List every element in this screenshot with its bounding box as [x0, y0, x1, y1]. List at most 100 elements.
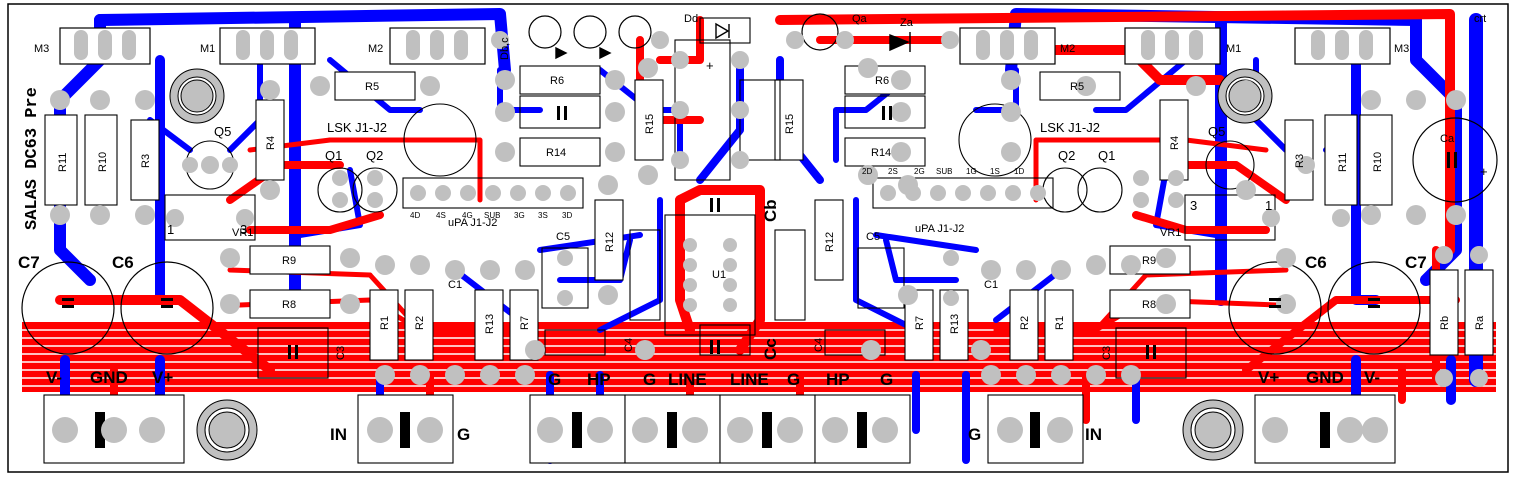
- left-c6: C6: [112, 253, 134, 272]
- board-title: SALAS DC63 Pre: [23, 87, 42, 230]
- svg-text:2G: 2G: [914, 167, 925, 176]
- svg-text:SUB: SUB: [484, 211, 500, 220]
- svg-text:3G: 3G: [514, 211, 525, 220]
- left-c1: C1: [448, 279, 462, 291]
- right-mosfet-m3: M3: [1394, 43, 1409, 55]
- right-vr-pin3: 3: [1190, 198, 1197, 213]
- right-r7: R7: [914, 316, 926, 330]
- left-r5: R5: [365, 81, 379, 93]
- right-upa: uPA J1-J2: [915, 223, 964, 235]
- right-r2: R2: [1019, 316, 1031, 330]
- left-power-gnd: GND: [90, 368, 128, 387]
- left-c3: C3: [335, 346, 347, 360]
- left-upa-pins: 4D 4S 4G SUB 3G 3S 3D: [410, 211, 572, 220]
- right-power-vminus: V-: [1364, 368, 1380, 387]
- left-r4: R4: [265, 136, 277, 150]
- right-r15: R15: [784, 114, 796, 134]
- right-vr-label: VR1: [1160, 227, 1181, 239]
- right-r5: R5: [1070, 81, 1084, 93]
- svg-text:1S: 1S: [990, 167, 1000, 176]
- right-c4: C4: [813, 338, 825, 352]
- svg-text:3D: 3D: [562, 211, 572, 220]
- right-out-g1: G: [787, 370, 800, 389]
- svg-text:2S: 2S: [888, 167, 898, 176]
- left-r8: R8: [282, 299, 296, 311]
- cap-glyphs: [62, 106, 1457, 359]
- svg-text:1D: 1D: [1014, 167, 1024, 176]
- left-out-g2: G: [643, 370, 656, 389]
- left-mosfet-m1: M1: [200, 43, 215, 55]
- left-r11: R11: [57, 153, 69, 172]
- left-g-label: G: [457, 425, 470, 444]
- diode-symbols: [555, 22, 911, 60]
- right-r3: R3: [1294, 154, 1306, 168]
- right-mosfet-m2: M2: [1060, 43, 1075, 55]
- left-r15: R15: [644, 114, 656, 134]
- right-mosfet-m1: M1: [1226, 43, 1241, 55]
- right-lsk: LSK J1-J2: [1040, 120, 1100, 135]
- pads: [50, 31, 1488, 443]
- svg-text:2D: 2D: [862, 167, 872, 176]
- right-r14: R14: [871, 147, 891, 159]
- resistor-bodies: [44, 65, 1494, 361]
- svg-text:4D: 4D: [410, 211, 420, 220]
- center-dbc: Db,c: [499, 37, 511, 60]
- left-r13: R13: [484, 314, 496, 334]
- misc-outlines: [164, 17, 1276, 379]
- left-q2: Q2: [366, 148, 383, 163]
- svg-text:1G: 1G: [966, 167, 977, 176]
- right-r10: R10: [1372, 152, 1384, 172]
- right-c3: C3: [1101, 346, 1113, 360]
- right-g-label: G: [968, 425, 981, 444]
- right-r11: R11: [1337, 153, 1349, 172]
- left-out-g1: G: [548, 370, 561, 389]
- right-power-vplus: V+: [1258, 368, 1279, 387]
- svg-text:4S: 4S: [436, 211, 446, 220]
- left-mosfet-m3: M3: [34, 43, 49, 55]
- svg-text:SUB: SUB: [936, 167, 952, 176]
- right-q1: Q1: [1098, 148, 1115, 163]
- right-c6: C6: [1305, 253, 1327, 272]
- right-r13: R13: [949, 314, 961, 334]
- left-r6: R6: [550, 75, 564, 87]
- right-q2: Q2: [1058, 148, 1075, 163]
- left-r2: R2: [414, 316, 426, 330]
- right-out-g2: G: [880, 370, 893, 389]
- right-in-label: IN: [1085, 425, 1102, 444]
- center-za: Za: [900, 17, 914, 29]
- right-vr-pin1: 1: [1265, 198, 1272, 213]
- left-r3: R3: [140, 154, 152, 168]
- right-out-hp: HP: [826, 370, 850, 389]
- left-q1: Q1: [325, 148, 342, 163]
- left-q5: Q5: [214, 124, 231, 139]
- center-cb: Cb: [761, 199, 780, 222]
- right-r1: R1: [1054, 316, 1066, 330]
- right-upa-pins: 2D 2S 2G SUB 1G 1S 1D: [862, 167, 1024, 176]
- right-rb: Rb: [1439, 316, 1451, 330]
- right-r8: R8: [1142, 299, 1156, 311]
- left-lsk: LSK J1-J2: [327, 120, 387, 135]
- right-r4: R4: [1169, 136, 1181, 150]
- left-c4: C4: [623, 338, 635, 352]
- left-upa: uPA J1-J2: [448, 217, 497, 229]
- left-r9: R9: [282, 255, 296, 267]
- svg-text:4G: 4G: [462, 211, 473, 220]
- left-c7: C7: [18, 253, 40, 272]
- left-c5: C5: [556, 231, 570, 243]
- left-r10: R10: [97, 152, 109, 172]
- center-cc: Cc: [761, 338, 780, 360]
- right-c7: C7: [1405, 253, 1427, 272]
- left-r12: R12: [604, 232, 616, 252]
- right-r9: R9: [1142, 255, 1156, 267]
- left-r7: R7: [519, 316, 531, 330]
- mosfet-pads: [74, 30, 1373, 60]
- right-out-line: LINE: [730, 370, 769, 389]
- center-qa: Qa: [852, 13, 868, 25]
- connector-blades: [95, 412, 1330, 448]
- right-ca: Ca: [1440, 133, 1455, 145]
- left-out-hp: HP: [587, 370, 611, 389]
- right-r6: R6: [875, 75, 889, 87]
- right-power-gnd: GND: [1306, 368, 1344, 387]
- left-power-vplus: V+: [152, 368, 173, 387]
